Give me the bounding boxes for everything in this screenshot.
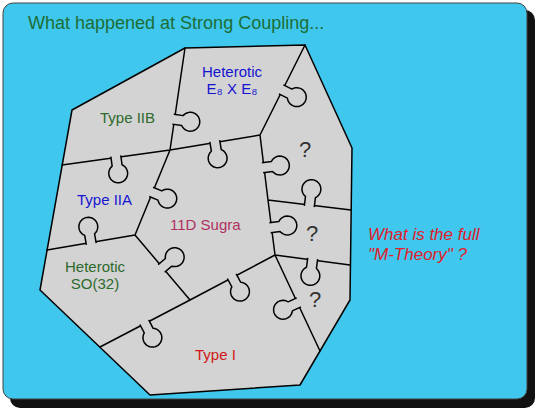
question-note: What is the full "M-Theory" ? — [368, 225, 508, 266]
slide-background — [3, 3, 527, 399]
slide-title: What happened at Strong Coupling... — [28, 13, 324, 34]
piece-label: Type I — [195, 346, 236, 363]
puzzle-piece: Type I — [195, 346, 236, 363]
puzzle-tab — [274, 298, 301, 319]
puzzle-piece: Type IIA — [77, 191, 132, 208]
puzzle-tab — [262, 156, 289, 175]
puzzle-piece: Heterotic SO(32) — [55, 258, 135, 293]
piece-label: ? — [309, 287, 321, 312]
puzzle-piece: ? — [299, 137, 311, 162]
puzzle-tab — [158, 248, 184, 273]
piece-borders — [47, 45, 351, 351]
puzzle-tab — [279, 85, 306, 107]
piece-label: ? — [299, 137, 311, 162]
puzzle-tab — [302, 180, 321, 207]
puzzle-piece: ? — [309, 287, 321, 312]
piece-label: 11D Sugra — [170, 216, 241, 233]
puzzle-tab — [79, 217, 98, 245]
puzzle-tab — [140, 320, 162, 347]
puzzle-tabs — [79, 85, 321, 347]
puzzle-tab — [269, 216, 296, 235]
piece-label: Heterotic E₈ X E₈ — [192, 63, 272, 98]
puzzle-tab — [301, 258, 320, 285]
puzzle-tab — [109, 155, 128, 182]
puzzle-tab — [172, 112, 199, 131]
puzzle-piece: Heterotic E₈ X E₈ — [192, 63, 272, 98]
puzzle-piece: ? — [306, 221, 318, 246]
piece-label: Type IIB — [100, 109, 155, 126]
puzzle-tab — [208, 140, 227, 168]
piece-label: Heterotic SO(32) — [55, 258, 135, 293]
piece-label: Type IIA — [77, 191, 132, 208]
puzzle-piece: 11D Sugra — [170, 216, 241, 233]
piece-label: ? — [306, 221, 318, 246]
puzzle-piece: Type IIB — [100, 109, 155, 126]
puzzle-tab — [149, 187, 177, 208]
puzzle-tab — [227, 274, 249, 301]
puzzle-outline — [40, 45, 352, 395]
